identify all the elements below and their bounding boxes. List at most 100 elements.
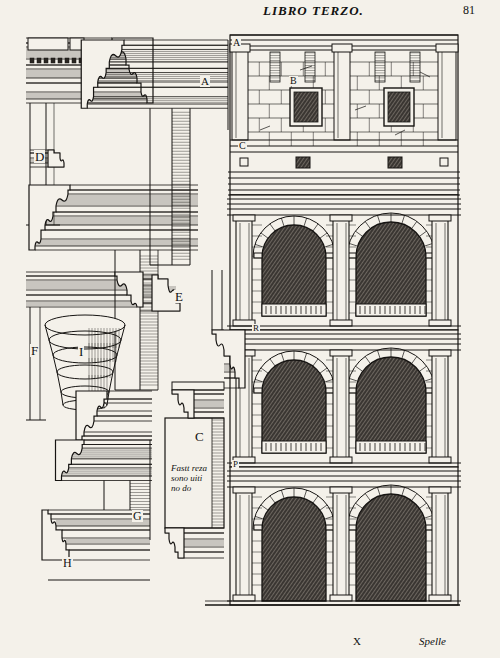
stroke bbox=[252, 302, 262, 303]
stroke bbox=[140, 352, 158, 353]
archivolt bbox=[347, 213, 435, 257]
stroke bbox=[266, 306, 267, 314]
stroke bbox=[326, 280, 333, 281]
stroke bbox=[69, 560, 150, 561]
stroke bbox=[224, 364, 230, 365]
stroke bbox=[212, 423, 224, 424]
stroke bbox=[304, 490, 307, 499]
stroke bbox=[252, 360, 262, 361]
block bbox=[51, 58, 55, 63]
stroke bbox=[140, 367, 158, 368]
stroke bbox=[412, 493, 417, 500]
stroke bbox=[412, 356, 417, 363]
stroke bbox=[357, 104, 358, 118]
pedestal bbox=[165, 270, 224, 528]
stroke bbox=[66, 544, 150, 545]
stroke bbox=[172, 115, 190, 116]
arch-opening bbox=[356, 357, 426, 453]
stroke bbox=[140, 337, 158, 338]
block bbox=[230, 330, 458, 467]
stroke bbox=[62, 476, 153, 477]
moulding-profile bbox=[56, 440, 153, 481]
stroke bbox=[377, 487, 380, 496]
stroke bbox=[45, 325, 49, 340]
block bbox=[332, 44, 352, 52]
stroke bbox=[313, 359, 318, 366]
stroke bbox=[252, 497, 262, 498]
callout-letter: H bbox=[62, 557, 73, 569]
block bbox=[254, 253, 262, 258]
block bbox=[254, 525, 262, 530]
arch-opening bbox=[356, 494, 426, 601]
block bbox=[432, 491, 448, 599]
stroke bbox=[410, 306, 411, 314]
stroke bbox=[109, 59, 228, 60]
stroke bbox=[346, 495, 347, 595]
stroke bbox=[252, 225, 262, 226]
stroke bbox=[270, 224, 275, 231]
stroke bbox=[26, 303, 137, 304]
stroke bbox=[391, 485, 392, 494]
stroke bbox=[212, 450, 224, 451]
callout-letter: A bbox=[200, 76, 210, 87]
stroke bbox=[326, 552, 333, 553]
profile-outline bbox=[165, 528, 184, 558]
stroke bbox=[426, 497, 432, 498]
drum-ring bbox=[57, 365, 113, 379]
stroke bbox=[140, 271, 158, 272]
block bbox=[432, 354, 448, 461]
stroke bbox=[240, 223, 241, 320]
stroke bbox=[252, 541, 262, 542]
stroke bbox=[320, 505, 327, 510]
stroke bbox=[324, 516, 333, 519]
stroke bbox=[121, 325, 125, 340]
stroke bbox=[395, 130, 405, 135]
stroke bbox=[402, 350, 405, 359]
stroke bbox=[269, 132, 270, 146]
stroke bbox=[56, 202, 198, 203]
stroke bbox=[325, 90, 326, 104]
stroke bbox=[212, 429, 224, 430]
stroke bbox=[337, 358, 338, 457]
stroke bbox=[124, 40, 228, 41]
stroke bbox=[212, 468, 224, 469]
stroke bbox=[45, 222, 198, 223]
block bbox=[240, 158, 248, 166]
stroke bbox=[252, 382, 262, 383]
stroke bbox=[140, 358, 158, 359]
stroke bbox=[349, 530, 356, 531]
stroke bbox=[426, 541, 432, 542]
stroke bbox=[426, 574, 432, 575]
stroke bbox=[70, 185, 198, 186]
stroke bbox=[212, 459, 224, 460]
stroke bbox=[71, 458, 152, 459]
stroke bbox=[261, 505, 268, 510]
stroke bbox=[252, 519, 262, 520]
block bbox=[230, 35, 458, 195]
block bbox=[429, 487, 451, 493]
stroke bbox=[172, 235, 190, 236]
stroke bbox=[426, 552, 432, 553]
block bbox=[388, 157, 402, 168]
stroke bbox=[130, 481, 131, 511]
stroke bbox=[107, 399, 152, 400]
stroke bbox=[349, 291, 356, 292]
catchword: Spelle bbox=[418, 636, 447, 647]
stroke bbox=[212, 453, 224, 454]
stroke bbox=[140, 370, 158, 371]
stroke bbox=[212, 504, 224, 505]
stroke bbox=[426, 415, 432, 416]
stroke bbox=[252, 313, 262, 314]
stroke bbox=[324, 379, 333, 382]
stroke bbox=[66, 550, 150, 551]
stroke bbox=[281, 118, 282, 132]
stroke bbox=[212, 444, 224, 445]
stroke bbox=[71, 456, 152, 457]
stroke bbox=[423, 76, 424, 90]
stroke bbox=[281, 306, 282, 314]
stroke bbox=[190, 108, 191, 265]
stroke bbox=[56, 206, 198, 207]
stroke bbox=[212, 465, 224, 466]
